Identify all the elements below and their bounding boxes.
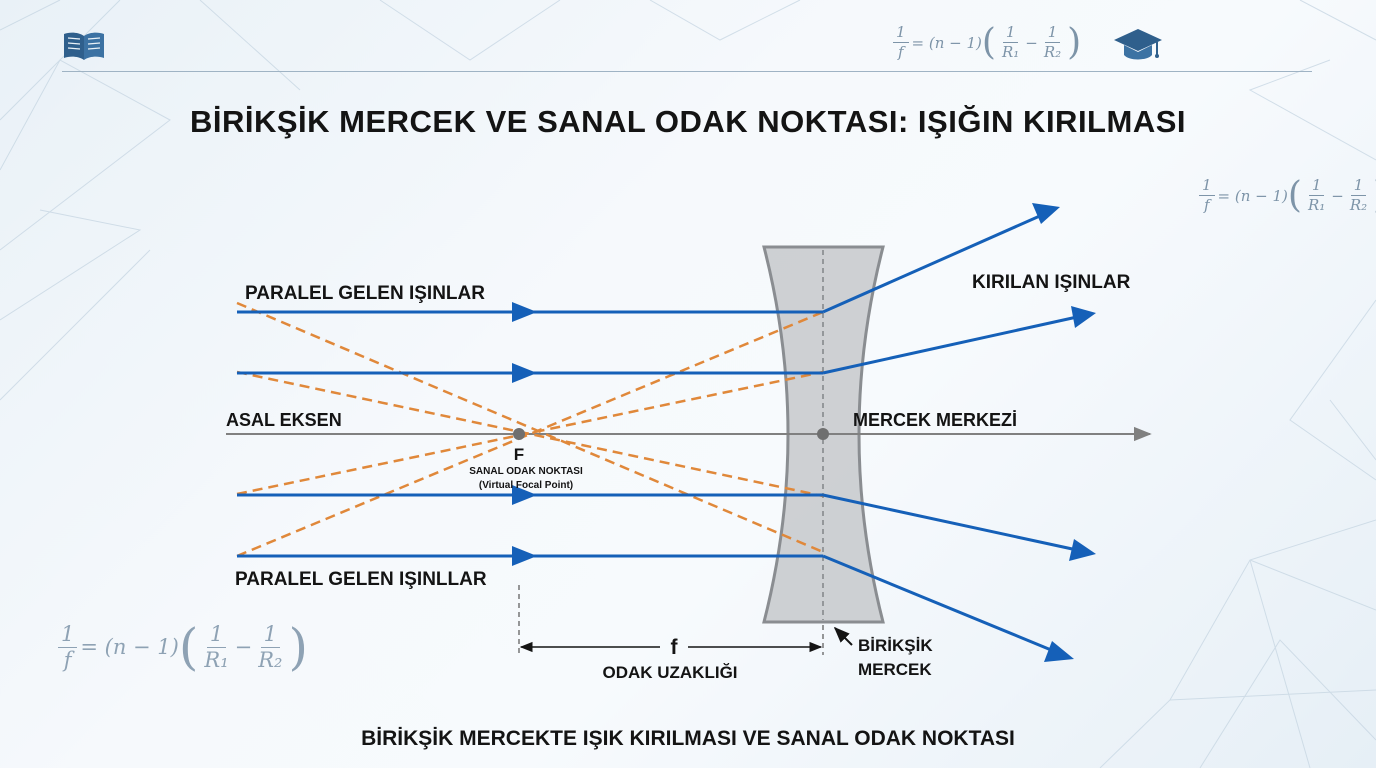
graduation-cap-icon	[1114, 29, 1162, 60]
label-refracted-rays: KIRILAN IŞINLAR	[972, 272, 1131, 293]
label-lens-name: BİRİKŞİK	[858, 636, 933, 655]
label-virtual-focus: SANAL ODAK NOKTASI	[469, 466, 583, 477]
refracted-ray	[822, 554, 1057, 654]
lensmaker-formula-right: 1f = (n − 1) ( 1R₁ − 1R₂ )	[1196, 175, 1376, 216]
label-lens-name-2: MERCEK	[858, 660, 932, 679]
construction-line	[236, 310, 824, 558]
lens-center-point	[817, 428, 829, 440]
page-title: BİRİKŞİK MERCEK VE SANAL ODAK NOKTASI: I…	[189, 104, 1186, 139]
refracted-ray-arrowhead	[1071, 306, 1096, 328]
ray-arrowhead	[512, 302, 537, 322]
header-divider	[62, 71, 1312, 72]
label-parallel-top: PARALEL GELEN IŞINLAR	[245, 283, 485, 304]
virtual-focal-point	[513, 428, 525, 440]
ray-arrowhead	[512, 363, 537, 383]
label-focal-letter: F	[514, 445, 524, 464]
construction-line	[236, 301, 824, 554]
refracted-ray	[822, 493, 1078, 552]
ray-arrowhead	[512, 485, 537, 505]
label-focal-length-symbol: f	[671, 636, 679, 659]
figure-caption: BİRİKŞİK MERCEKTE IŞIK KIRILMASI VE SANA…	[361, 727, 1015, 750]
refracted-ray-arrowhead	[1032, 203, 1060, 224]
construction-line	[236, 370, 824, 496]
label-principal-axis: ASAL EKSEN	[226, 410, 342, 430]
refracted-ray	[822, 213, 1043, 314]
label-lens-center: MERCEK MERKEZİ	[853, 410, 1017, 430]
label-parallel-bottom: PARALEL GELEN IŞINLLAR	[235, 569, 487, 590]
construction-line	[236, 370, 824, 498]
refracted-ray-arrowhead	[1044, 641, 1074, 662]
ray-arrowhead	[512, 546, 537, 566]
label-virtual-focus-en: (Virtual Focal Point)	[479, 480, 573, 491]
book-icon	[64, 32, 104, 60]
label-focal-length: ODAK UZAKLIĞI	[602, 663, 737, 682]
refracted-ray-arrowhead	[1069, 539, 1096, 561]
refracted-ray	[822, 315, 1078, 375]
lens-pointer-arrow	[833, 626, 853, 646]
